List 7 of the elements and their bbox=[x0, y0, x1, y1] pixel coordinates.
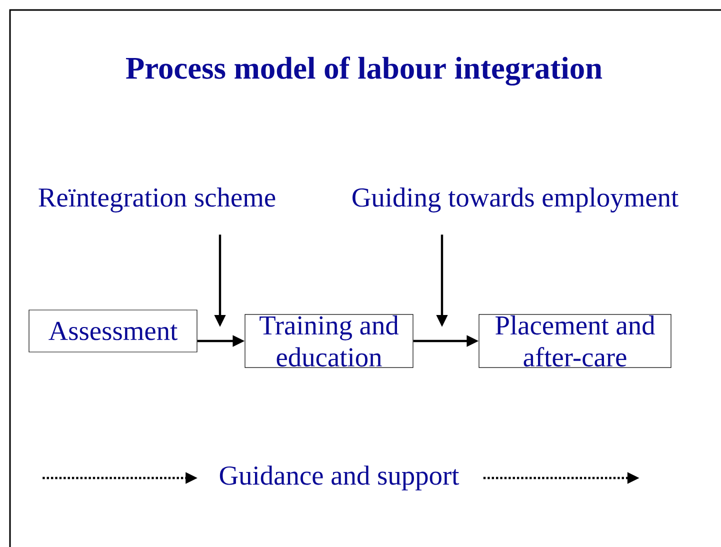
annotation-text: Guidance and support bbox=[220, 466, 460, 490]
process-box: Assessment bbox=[28, 310, 198, 352]
annotation-text: Reïntegration scheme bbox=[38, 188, 276, 212]
process-box: Training and education bbox=[244, 314, 414, 368]
process-box: Placement and after-care bbox=[478, 314, 672, 368]
annotation-text: Guiding towards employment bbox=[352, 188, 678, 212]
title: Process model of labour integration bbox=[126, 56, 602, 86]
